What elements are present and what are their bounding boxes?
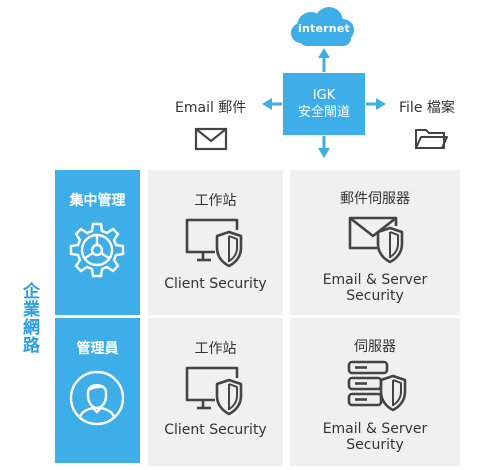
panel-title: 工作站 <box>194 341 237 357</box>
panel-caption-line2: Security <box>346 437 404 453</box>
panel-mail-server: 郵件伺服器 Email & Server Security <box>290 170 460 315</box>
panel-caption-line2: Security <box>346 288 404 304</box>
monitor-shield-icon <box>185 218 243 268</box>
panel-caption: Client Security <box>164 422 267 438</box>
folder-icon <box>415 129 448 149</box>
email-label: Email 郵件 <box>175 100 247 116</box>
role-title: 管理員 <box>76 341 119 357</box>
user-icon <box>69 370 125 426</box>
server-shield-icon <box>347 360 407 412</box>
gear-icon <box>69 222 125 278</box>
panel-workstation-2: 工作站 Client Security <box>148 318 283 466</box>
panel-title: 伺服器 <box>354 339 396 355</box>
mail-shield-icon <box>348 216 404 264</box>
cloud-icon <box>291 7 354 46</box>
gateway-box: IGK 安全閘道 <box>283 73 365 135</box>
panel-workstation-1: 工作站 Client Security <box>148 170 283 315</box>
monitor-shield-icon <box>185 366 243 416</box>
envelope-icon <box>194 127 228 151</box>
panel-server: 伺服器 Email & Server Security <box>290 318 460 466</box>
panel-caption: Client Security <box>164 276 267 292</box>
enterprise-network-label: 企業網路 <box>19 282 39 354</box>
internet-label: internet <box>298 22 350 35</box>
panel-title: 工作站 <box>194 193 237 209</box>
gateway-subtitle: 安全閘道 <box>297 105 350 120</box>
panel-caption-line1: Email & Server <box>322 272 428 288</box>
gateway-name: IGK <box>312 88 336 103</box>
panel-caption-line1: Email & Server <box>322 421 428 437</box>
role-title: 集中管理 <box>69 193 126 209</box>
file-label: File 檔案 <box>399 100 455 116</box>
role-administrator: 管理員 <box>55 318 140 463</box>
role-central-management: 集中管理 <box>55 170 140 315</box>
panel-title: 郵件伺服器 <box>340 191 410 207</box>
